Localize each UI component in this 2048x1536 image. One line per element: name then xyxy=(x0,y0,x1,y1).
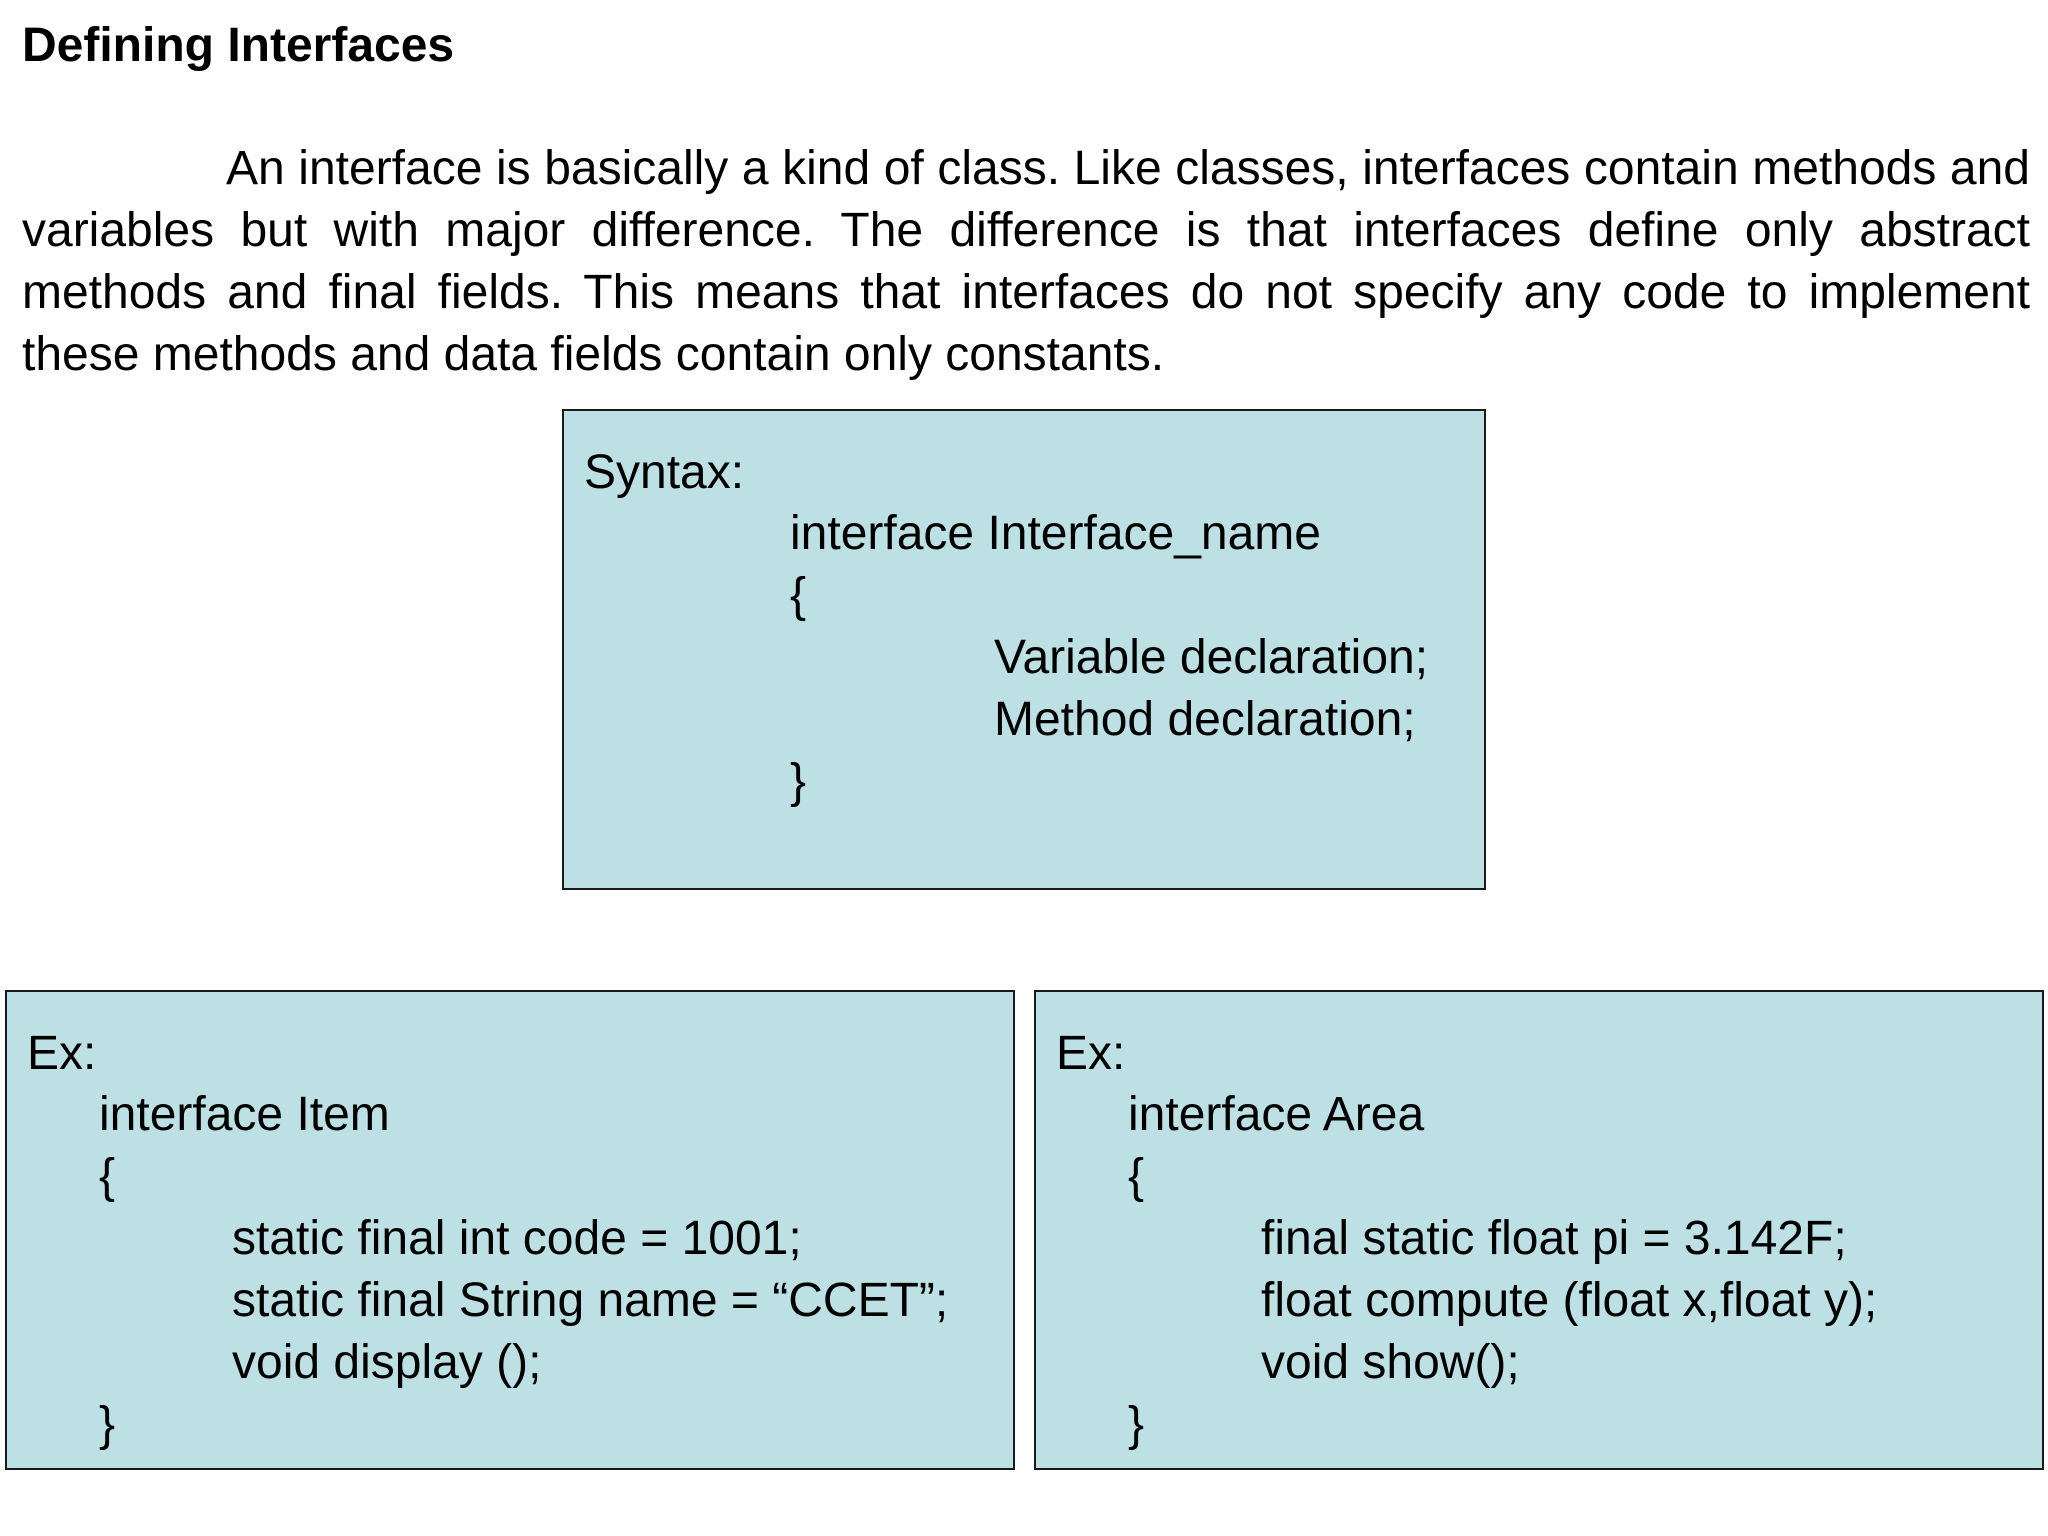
example-close-brace: } xyxy=(99,1398,116,1451)
page-title: Defining Interfaces xyxy=(22,19,455,72)
syntax-close-brace: } xyxy=(790,755,807,808)
syntax-label: Syntax: xyxy=(584,446,745,499)
example-box-item: Ex: interface Item { static final int co… xyxy=(5,990,1015,1470)
example-body-line: static final String name = “CCET”; xyxy=(232,1274,949,1327)
example-body-line: static final int code = 1001; xyxy=(232,1212,802,1265)
intro-paragraph: An interface is basically a kind of clas… xyxy=(22,142,2030,381)
example-body-line: float compute (float x,float y); xyxy=(1261,1274,1878,1327)
example-body-line: void display (); xyxy=(232,1336,542,1389)
syntax-body-line: Method declaration; xyxy=(994,693,1416,746)
syntax-box: Syntax: interface Interface_name { Varia… xyxy=(562,409,1486,890)
syntax-body-line: Variable declaration; xyxy=(994,631,1429,684)
example-label: Ex: xyxy=(1056,1027,1126,1080)
example-open-brace: { xyxy=(1128,1150,1145,1203)
example-box-area: Ex: interface Area { final static float … xyxy=(1034,990,2044,1470)
syntax-interface-header: interface Interface_name xyxy=(790,507,1321,560)
example-interface-header: interface Item xyxy=(99,1088,390,1141)
example-interface-header: interface Area xyxy=(1128,1088,1425,1141)
example-close-brace: } xyxy=(1128,1398,1145,1451)
example-label: Ex: xyxy=(27,1027,97,1080)
example-open-brace: { xyxy=(99,1150,116,1203)
example-body-line: void show(); xyxy=(1261,1336,1520,1389)
syntax-open-brace: { xyxy=(790,569,807,622)
example-body-line: final static float pi = 3.142F; xyxy=(1261,1212,1847,1265)
